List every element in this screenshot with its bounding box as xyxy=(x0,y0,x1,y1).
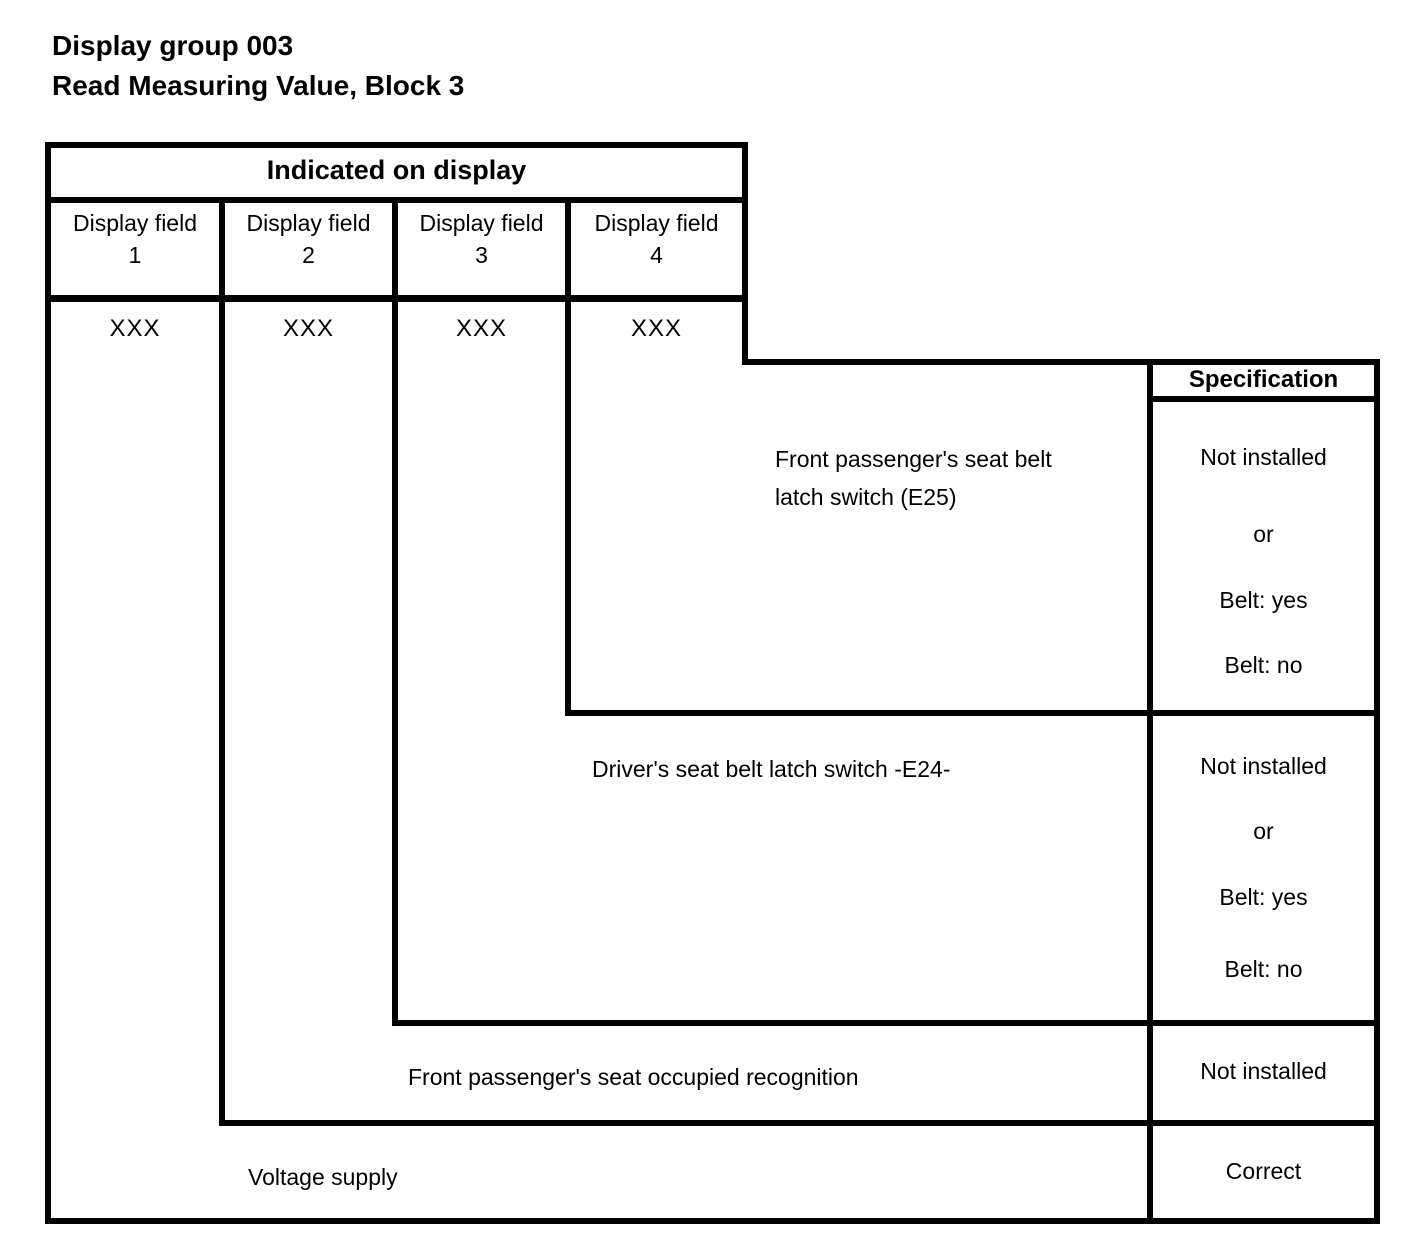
row2-spec-value-2: or xyxy=(1253,818,1274,844)
display-field-number-1: 1 xyxy=(128,242,142,268)
divider-line-row2-top xyxy=(565,710,1380,716)
row3-spec-value-1: Not installed xyxy=(1200,1058,1327,1084)
divider-line-bottom xyxy=(45,1218,1380,1224)
page-title: Display group 003 Read Measuring Value, … xyxy=(52,26,464,106)
display-field-label-3: Display field xyxy=(419,210,544,236)
row-description-1: Front passenger's seat belt latch switch… xyxy=(775,446,1052,510)
display-field-value-1: XXX xyxy=(109,315,161,342)
divider-line-col2 xyxy=(219,197,225,1126)
display-field-header-4: Display field 4 xyxy=(571,207,742,271)
divider-line-top xyxy=(45,142,748,148)
row4-spec-value-1: Correct xyxy=(1225,1158,1302,1184)
row1-spec-value-3: Belt: yes xyxy=(1219,587,1308,613)
divider-line-row4-top xyxy=(219,1120,1380,1126)
row2-spec-value-1: Not installed xyxy=(1200,753,1327,779)
display-field-number-4: 4 xyxy=(650,242,663,268)
display-field-header-3: Display field 3 xyxy=(398,207,565,271)
display-field-header-2: Display field 2 xyxy=(225,207,392,271)
row2-spec-value-4: Belt: no xyxy=(1224,956,1303,982)
border-line-spec-left xyxy=(1147,359,1153,1224)
indicated-on-display-header: Indicated on display xyxy=(266,155,527,185)
border-line-table-right xyxy=(742,142,748,365)
row1-spec-value-2: or xyxy=(1253,521,1274,547)
display-field-value-3: XXX xyxy=(455,315,508,342)
display-field-number-2: 2 xyxy=(302,242,315,268)
divider-line-spec-header-bottom xyxy=(1147,396,1380,402)
page-title-line-1: Display group 003 xyxy=(52,30,294,61)
row-description-4: Voltage supply xyxy=(248,1164,398,1190)
row1-spec-value-4: Belt: no xyxy=(1224,652,1303,678)
specification-header: Specification xyxy=(1188,366,1339,393)
display-field-label-2: Display field xyxy=(246,210,371,236)
divider-line-col4 xyxy=(565,197,571,716)
divider-line-row3-top xyxy=(392,1020,1380,1026)
border-line-left xyxy=(45,142,51,1224)
display-field-value-4: XXX xyxy=(630,315,683,342)
display-field-header-1: Display field 1 xyxy=(51,207,219,271)
row2-spec-value-3: Belt: yes xyxy=(1219,884,1308,910)
display-field-number-3: 3 xyxy=(475,242,488,268)
row1-spec-value-1: Not installed xyxy=(1200,444,1327,470)
page-title-line-2: Read Measuring Value, Block 3 xyxy=(52,70,465,101)
display-field-value-2: XXX xyxy=(282,315,335,342)
row-description-2: Driver's seat belt latch switch -E24- xyxy=(592,756,951,782)
divider-line-col3 xyxy=(392,197,398,1026)
row-description-3: Front passenger's seat occupied recognit… xyxy=(408,1064,859,1090)
border-line-spec-right xyxy=(1374,359,1380,1224)
display-field-label-4: Display field xyxy=(594,210,719,236)
display-field-label-1: Display field xyxy=(73,210,197,236)
divider-line-row1-top xyxy=(742,359,1380,365)
